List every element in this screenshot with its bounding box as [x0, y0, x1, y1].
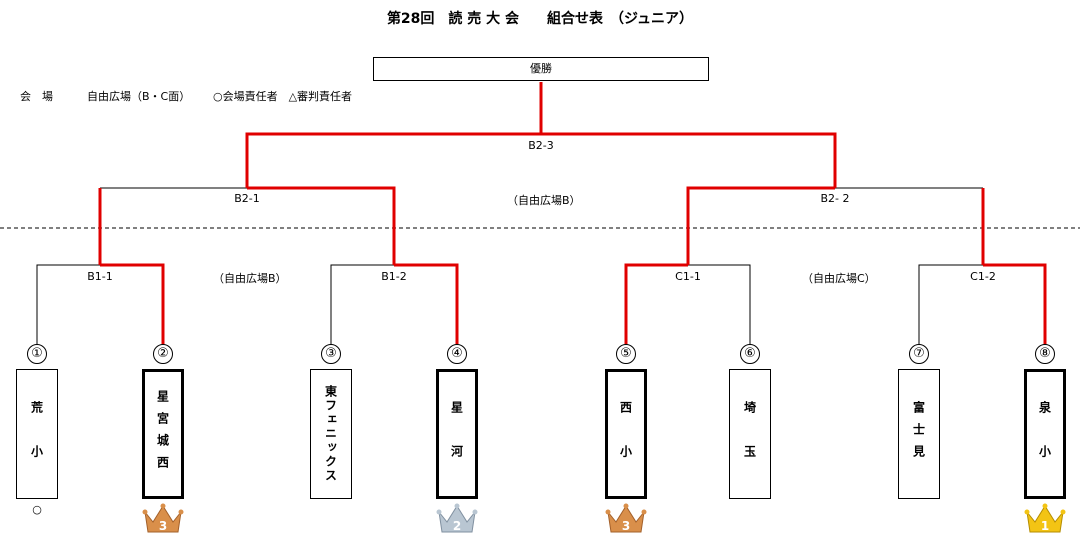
- team-box: 西 小: [605, 369, 647, 499]
- seed-number: ⑧: [1035, 344, 1055, 364]
- match-q4: C1-2: [970, 270, 996, 283]
- team-box: 星 河: [436, 369, 478, 499]
- team-name: 星 河: [449, 401, 464, 467]
- team-name: 埼 玉: [742, 401, 757, 467]
- winner-box: 優勝: [373, 57, 709, 81]
- round1-win-lines: [100, 263, 1047, 344]
- bronze-crown-icon: 3: [605, 503, 647, 533]
- page-title: 第28回 読 売 大 会 組合せ表 （ジュニア）: [386, 11, 694, 27]
- team-box: 東フェニックス: [310, 369, 352, 499]
- team-name: 東フェニックス: [323, 385, 338, 483]
- team-name: 富士見: [911, 401, 926, 467]
- seed-number: ⑤: [616, 344, 636, 364]
- team-box: 荒 小: [16, 369, 58, 499]
- venue-manager-mark: ○: [32, 503, 42, 516]
- match-semi-right: B2- 2: [820, 192, 850, 205]
- seed-number: ②: [153, 344, 173, 364]
- match-q1: B1-1: [87, 270, 113, 283]
- bronze-crown-icon: 3: [142, 503, 184, 533]
- team-box: 埼 玉: [729, 369, 771, 499]
- venue-right: （自由広場C）: [802, 272, 876, 285]
- match-q3: C1-1: [675, 270, 701, 283]
- team-name: 泉 小: [1037, 401, 1052, 467]
- team-box: 泉 小: [1024, 369, 1066, 499]
- seed-number: ③: [321, 344, 341, 364]
- match-q2: B1-2: [381, 270, 407, 283]
- venue-semi: （自由広場B）: [507, 194, 581, 207]
- match-final: B2-3: [528, 139, 554, 152]
- crown-rank: 2: [453, 519, 461, 533]
- team-name: 西 小: [618, 401, 633, 467]
- semi-win-lines: [98, 186, 985, 265]
- team-name: 星宮城西: [155, 390, 170, 478]
- venue-left: （自由広場B）: [213, 272, 287, 285]
- team-name: 荒 小: [29, 401, 44, 467]
- venue-label: 会 場: [20, 90, 53, 103]
- team-box: 星宮城西: [142, 369, 184, 499]
- final-win-lines: [245, 82, 837, 188]
- crown-rank: 3: [622, 519, 630, 533]
- match-semi-left: B2-1: [234, 192, 260, 205]
- silver-crown-icon: 2: [436, 503, 478, 533]
- seed-number: ①: [27, 344, 47, 364]
- venue-value: 自由広場（B・C面）: [87, 90, 191, 103]
- round1-lines: [36, 264, 983, 344]
- crown-rank: 1: [1041, 519, 1049, 533]
- crown-rank: 3: [159, 519, 167, 533]
- seed-number: ⑦: [909, 344, 929, 364]
- seed-number: ⑥: [740, 344, 760, 364]
- legend-text: ○会場責任者 △審判責任者: [213, 90, 353, 103]
- seed-number: ④: [447, 344, 467, 364]
- gold-crown-icon: 1: [1024, 503, 1066, 533]
- team-box: 富士見: [898, 369, 940, 499]
